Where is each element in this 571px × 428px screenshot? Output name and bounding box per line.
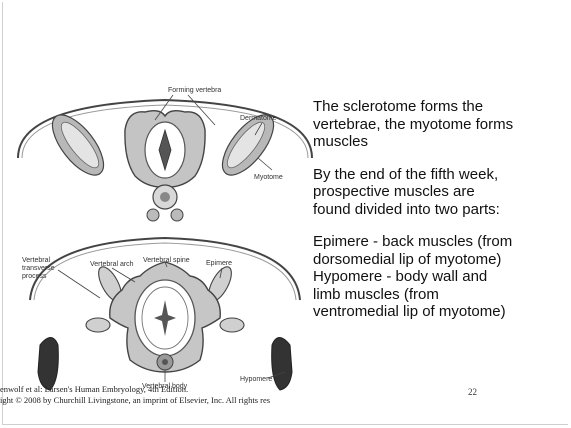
dorsal-aorta-left <box>147 209 159 221</box>
lower-cross-section: Vertebral spine Vertebral arch Epimere V… <box>22 238 300 390</box>
page-number: 22 <box>468 387 477 397</box>
dorsal-aorta-right <box>171 209 183 221</box>
label-forming-vertebra: Forming vertebra <box>168 87 221 94</box>
label-vertebral-spine: Vertebral spine <box>143 257 190 264</box>
label-myotome: Myotome <box>254 174 283 181</box>
left-dermomyotome <box>43 107 113 183</box>
caption-line-2: ight © 2008 by Churchill Livingstone, an… <box>0 395 310 406</box>
upper-cross-section: Forming vertebra Dermatome Myotome <box>18 87 312 221</box>
label-epimere: Epimere <box>206 260 232 267</box>
figure-caption: enwolf et al: Larsen's Human Embryology,… <box>0 384 310 405</box>
forming-vertebra <box>125 111 205 187</box>
label-vertebral-transverse-3: process <box>22 273 47 280</box>
paragraph-sclerotome: The sclerotome forms the vertebrae, the … <box>313 98 565 151</box>
vertebra <box>110 262 221 372</box>
label-vertebral-transverse-2: transverse <box>22 265 55 272</box>
hypomere-right <box>272 338 292 391</box>
paragraph-fifth-week: By the end of the fifth week, prospectiv… <box>313 166 565 219</box>
label-hypomere: Hypomere <box>240 376 272 383</box>
transverse-rib-right <box>220 318 244 332</box>
hypomere-left <box>38 338 58 391</box>
label-vertebral-transverse-1: Vertebral <box>22 257 50 264</box>
caption-line-1: enwolf et al: Larsen's Human Embryology,… <box>0 384 310 395</box>
paragraph-epimere-hypomere: Epimere - back muscles (from dorsomedial… <box>313 233 565 321</box>
transverse-rib-left <box>86 318 110 332</box>
label-vertebral-arch: Vertebral arch <box>90 261 134 268</box>
slide-body-text: The sclerotome forms the vertebrae, the … <box>313 98 565 321</box>
label-dermatome: Dermatome <box>240 115 277 122</box>
